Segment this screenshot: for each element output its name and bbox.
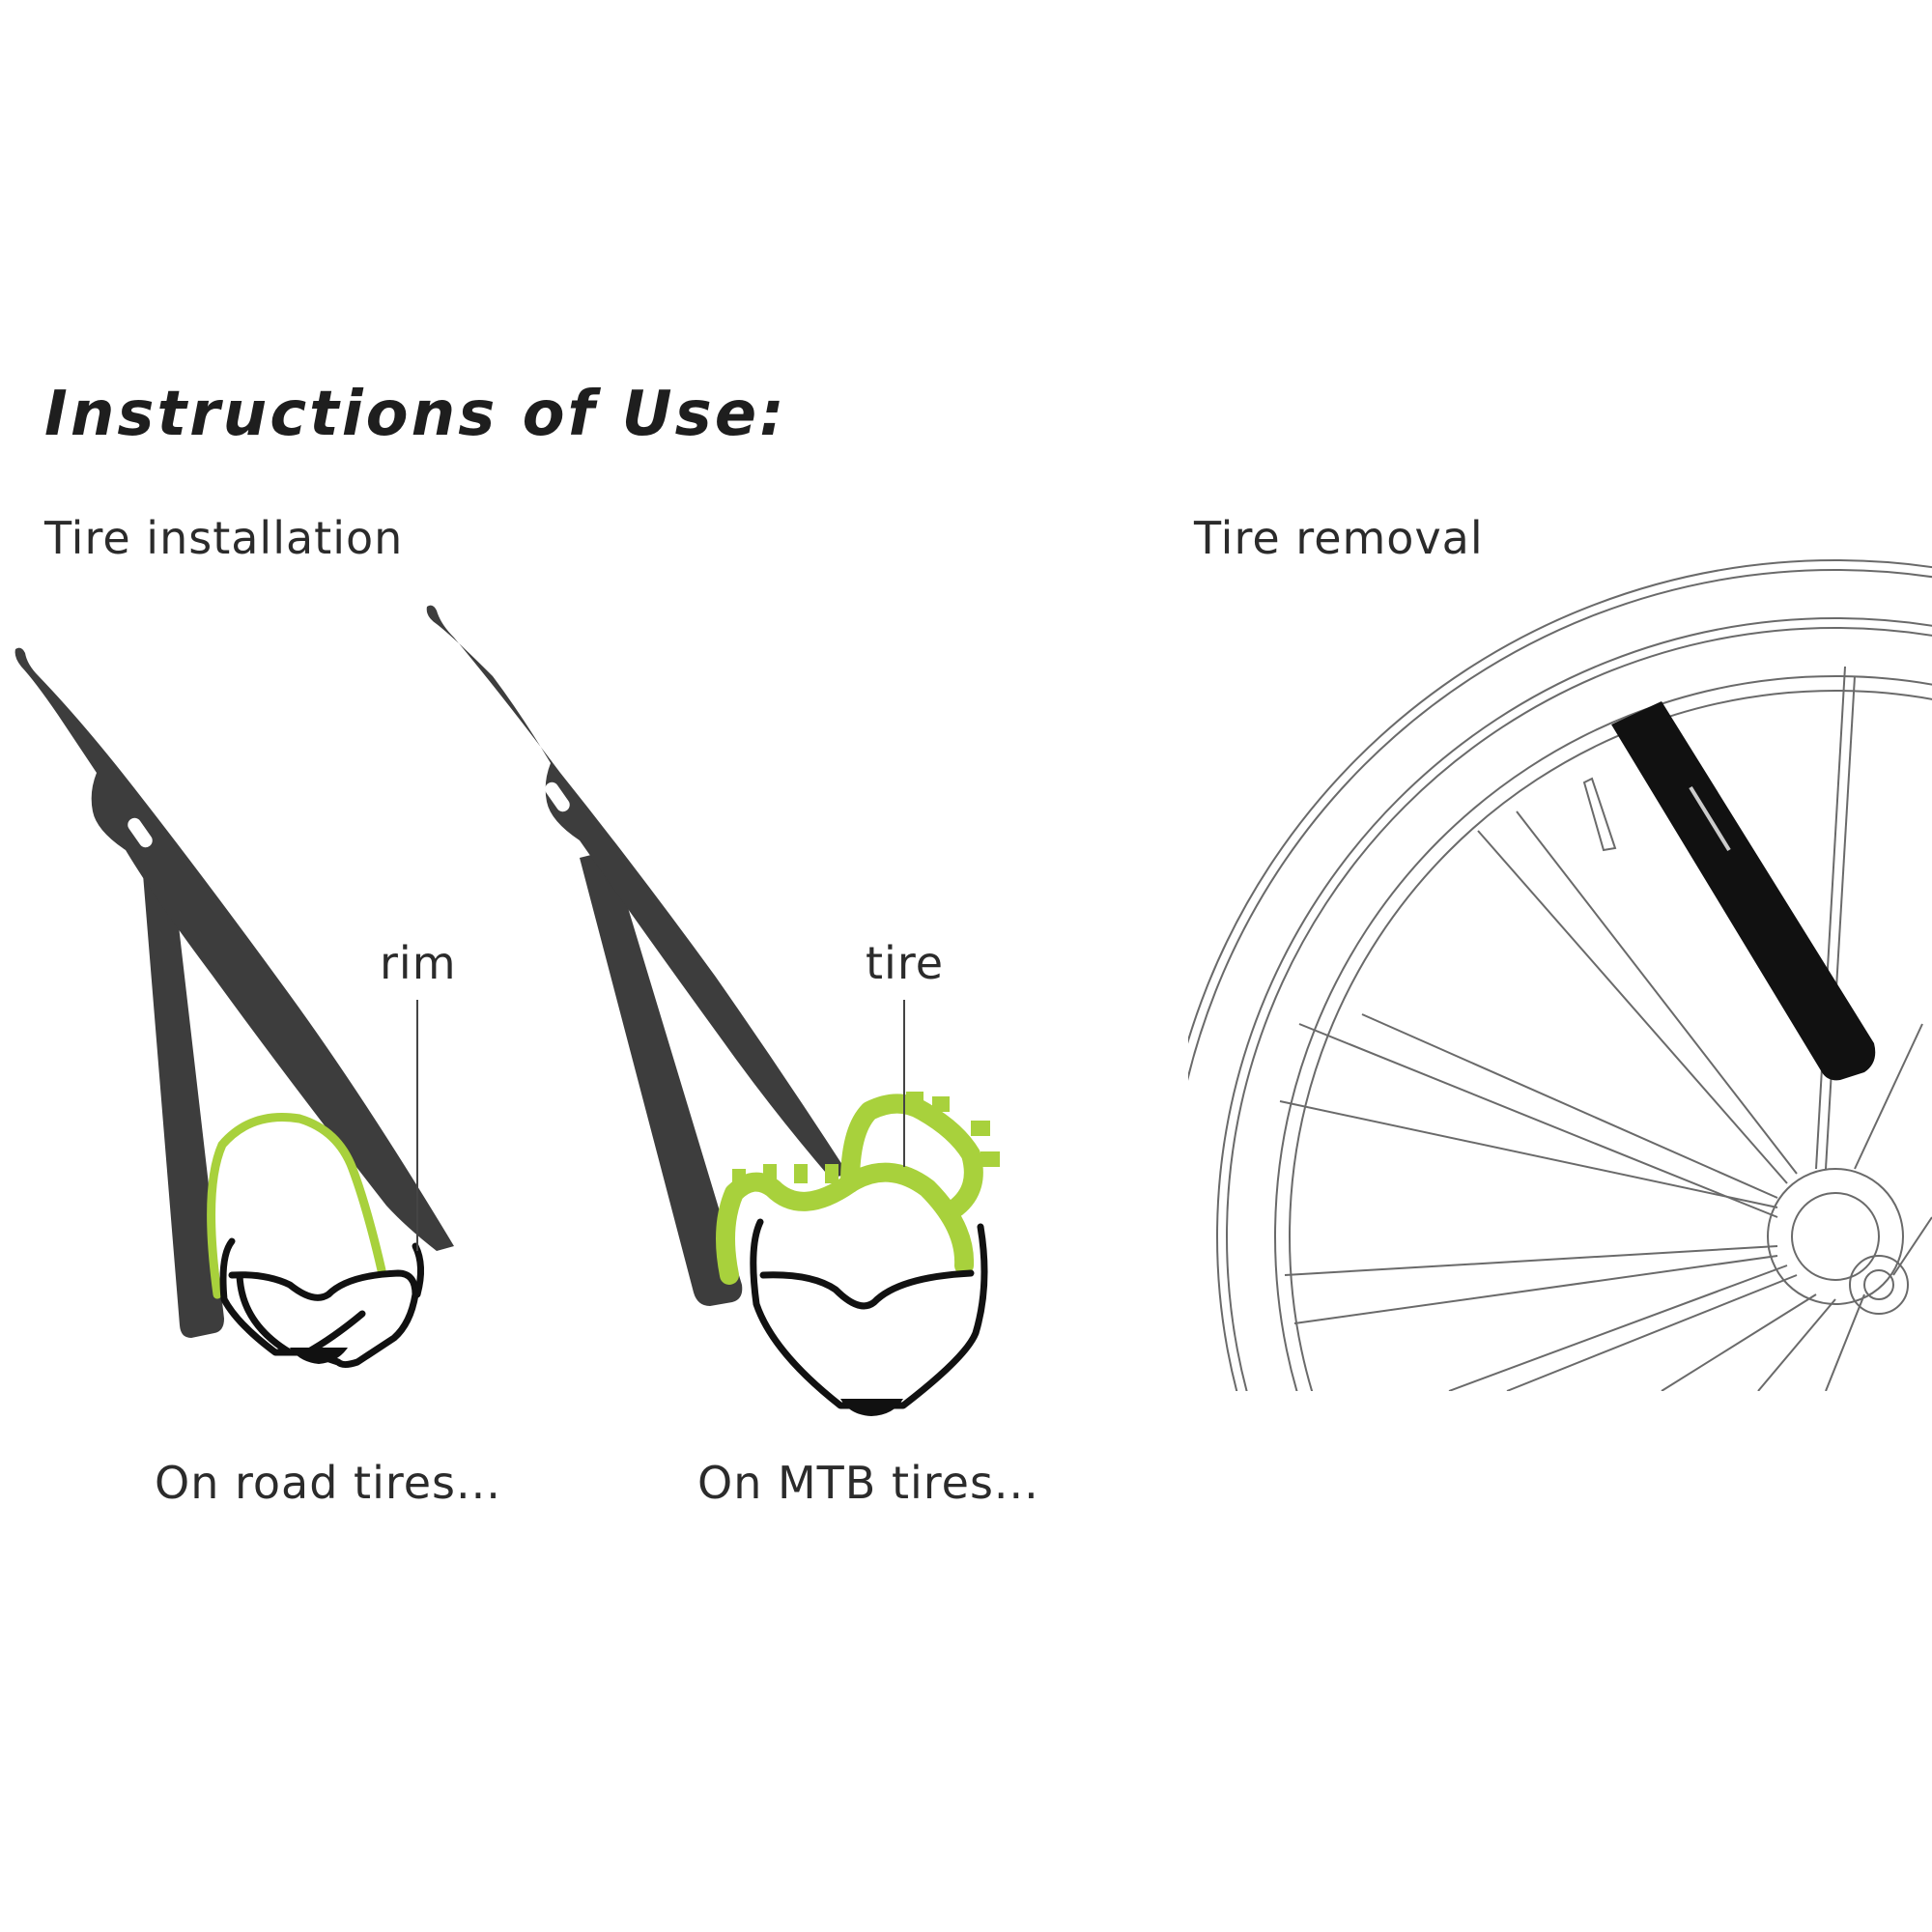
tire-lever-icon bbox=[14, 647, 454, 1251]
road-caption: On road tires... bbox=[155, 1457, 501, 1509]
mtb-caption: On MTB tires... bbox=[697, 1457, 1039, 1509]
installation-heading: Tire installation bbox=[44, 512, 404, 564]
tire-lever-icon bbox=[426, 605, 848, 1179]
tire-lever-icon bbox=[1611, 701, 1876, 1081]
rim-label: rim bbox=[380, 937, 457, 989]
tire-lever-icon bbox=[143, 867, 224, 1338]
tire-bead-icon bbox=[716, 1094, 983, 1285]
tire-knobs bbox=[732, 1092, 1000, 1188]
page-title: Instructions of Use: bbox=[44, 379, 787, 450]
road-installation-figure bbox=[14, 647, 454, 1368]
removal-heading: Tire removal bbox=[1194, 512, 1484, 564]
tire-lever-icon bbox=[580, 850, 743, 1306]
tire-bead-icon bbox=[207, 1113, 386, 1299]
tire-label: tire bbox=[866, 937, 945, 989]
bicycle-wheel-icon bbox=[1188, 559, 1932, 1391]
mtb-installation-figure bbox=[426, 605, 1000, 1416]
rim-profile-icon bbox=[750, 1218, 988, 1409]
rim-profile-icon bbox=[219, 1237, 424, 1368]
